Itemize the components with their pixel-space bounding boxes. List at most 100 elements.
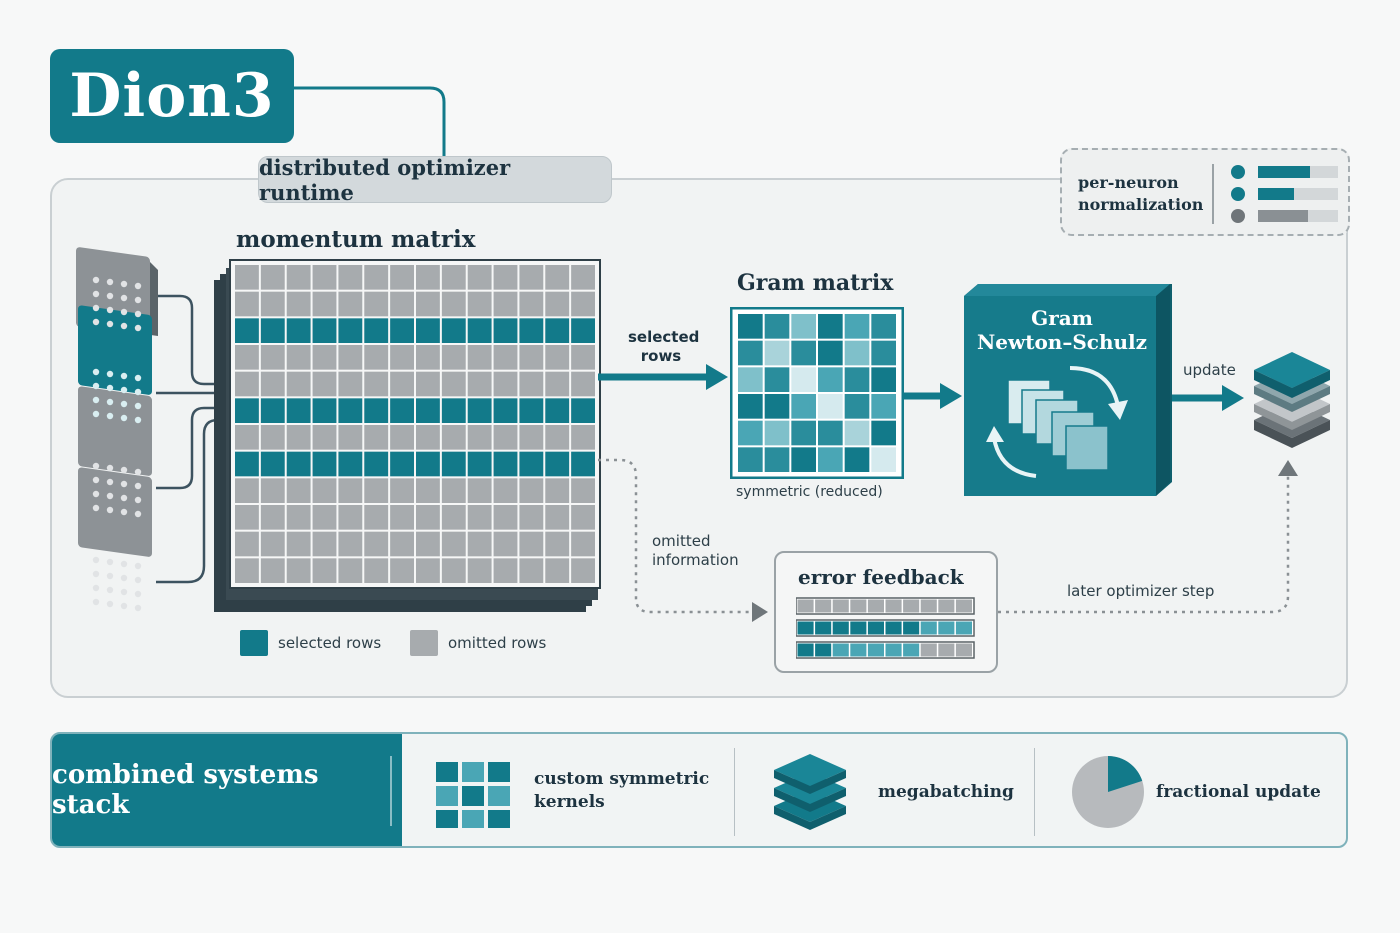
omitted-cell [235,531,259,557]
gram-cell [791,420,816,446]
error-bar-cell [955,599,972,613]
omitted-cell [416,478,440,503]
omitted-cell [416,371,440,397]
error-bar-cell [867,621,884,635]
omitted-cell [235,478,259,503]
omitted-path [598,458,754,614]
gram-cell [818,420,843,446]
omitted-cell [416,531,440,557]
selected-cell [286,398,311,423]
node-led [106,464,114,472]
node-led [134,388,142,396]
omitted-cell [260,505,285,530]
omitted-cell [364,291,389,317]
node-led [106,292,114,300]
gram-cell [764,367,790,392]
gram-cell [844,367,870,392]
error-bar-cell [815,621,832,635]
selected-cell [493,318,518,343]
node-led [120,574,128,582]
omitted-cell [493,478,518,503]
node-led [92,504,100,512]
error-bar-cell [955,643,972,657]
node-led [120,400,128,408]
omitted-cell [364,265,389,290]
legend-selected-label: selected rows [278,634,382,652]
selected-cell [519,318,544,343]
normalization-label-line1: per-neuron [1078,173,1179,192]
error-bar-cell [938,643,955,657]
omitted-cell [260,478,285,503]
selected-cell [235,398,259,423]
node-led [120,508,128,516]
node-led [92,598,100,606]
omitted-cell [235,371,259,397]
omitted-cell [416,558,440,583]
omitted-cell [364,558,389,583]
selected-cell [390,451,414,477]
node-led [120,602,128,610]
selected-cell [519,451,544,477]
selected-cell [260,318,285,343]
error-feedback-box: error feedback [774,551,998,673]
fractional-update-pie [1072,756,1144,828]
selected-cell [260,451,285,477]
error-bar-cell [832,599,849,613]
gram-cell [738,420,763,446]
selected-rows-label-line2: rows [640,347,682,365]
omitted-cell [519,291,544,317]
error-bar-cell [797,621,814,635]
systems-stack-bar: combined systems stack custom symmetric … [50,732,1348,848]
megabatching-icon [774,754,846,830]
omitted-cell [390,291,414,317]
node-led [92,318,100,326]
selected-cell [286,318,311,343]
omitted-cell [235,291,259,317]
selected-cell [493,398,518,423]
omitted-cell [571,371,595,397]
omitted-cell [493,345,518,370]
omitted-cell [390,558,414,583]
gram-cell [738,367,763,392]
node-led [92,556,100,564]
omitted-cell [467,345,492,370]
gram-cell [791,314,816,339]
omitted-cell [545,505,570,530]
omitted-cell [467,478,492,503]
selected-cell [338,318,363,343]
omitted-cell [519,478,544,503]
omitted-cell [493,371,518,397]
worker-node-4 [78,467,152,557]
omitted-cell [467,531,492,557]
omitted-cell [416,345,440,370]
selected-cell [441,451,466,477]
omitted-cell [493,425,518,450]
error-bar-cell [903,643,920,657]
selected-cell [545,318,570,343]
selected-cell [416,318,440,343]
omitted-cell [441,265,466,290]
normalization-box: per-neuron normalization [1060,148,1350,236]
arrow-to-gram-head [706,364,728,390]
omitted-cell [286,425,311,450]
gram-cell [871,394,896,419]
node-led [120,308,128,316]
gram-cell [818,340,843,366]
node-led [134,282,142,290]
error-bar-cell [797,599,814,613]
node-led [92,290,100,298]
node-led [120,560,128,568]
gram-cell [844,447,870,472]
omitted-cell [390,531,414,557]
megabatching-label: megabatching [878,782,1014,802]
gram-cell [791,394,816,419]
gram-cell [738,314,763,339]
node-led [106,558,114,566]
omitted-cell [571,478,595,503]
error-bar-cell [815,599,832,613]
legend-omitted-swatch [410,630,438,656]
omitted-cell [338,531,363,557]
node-led [92,462,100,470]
node-led [106,478,114,486]
fractional-update-label: fractional update [1156,782,1321,802]
